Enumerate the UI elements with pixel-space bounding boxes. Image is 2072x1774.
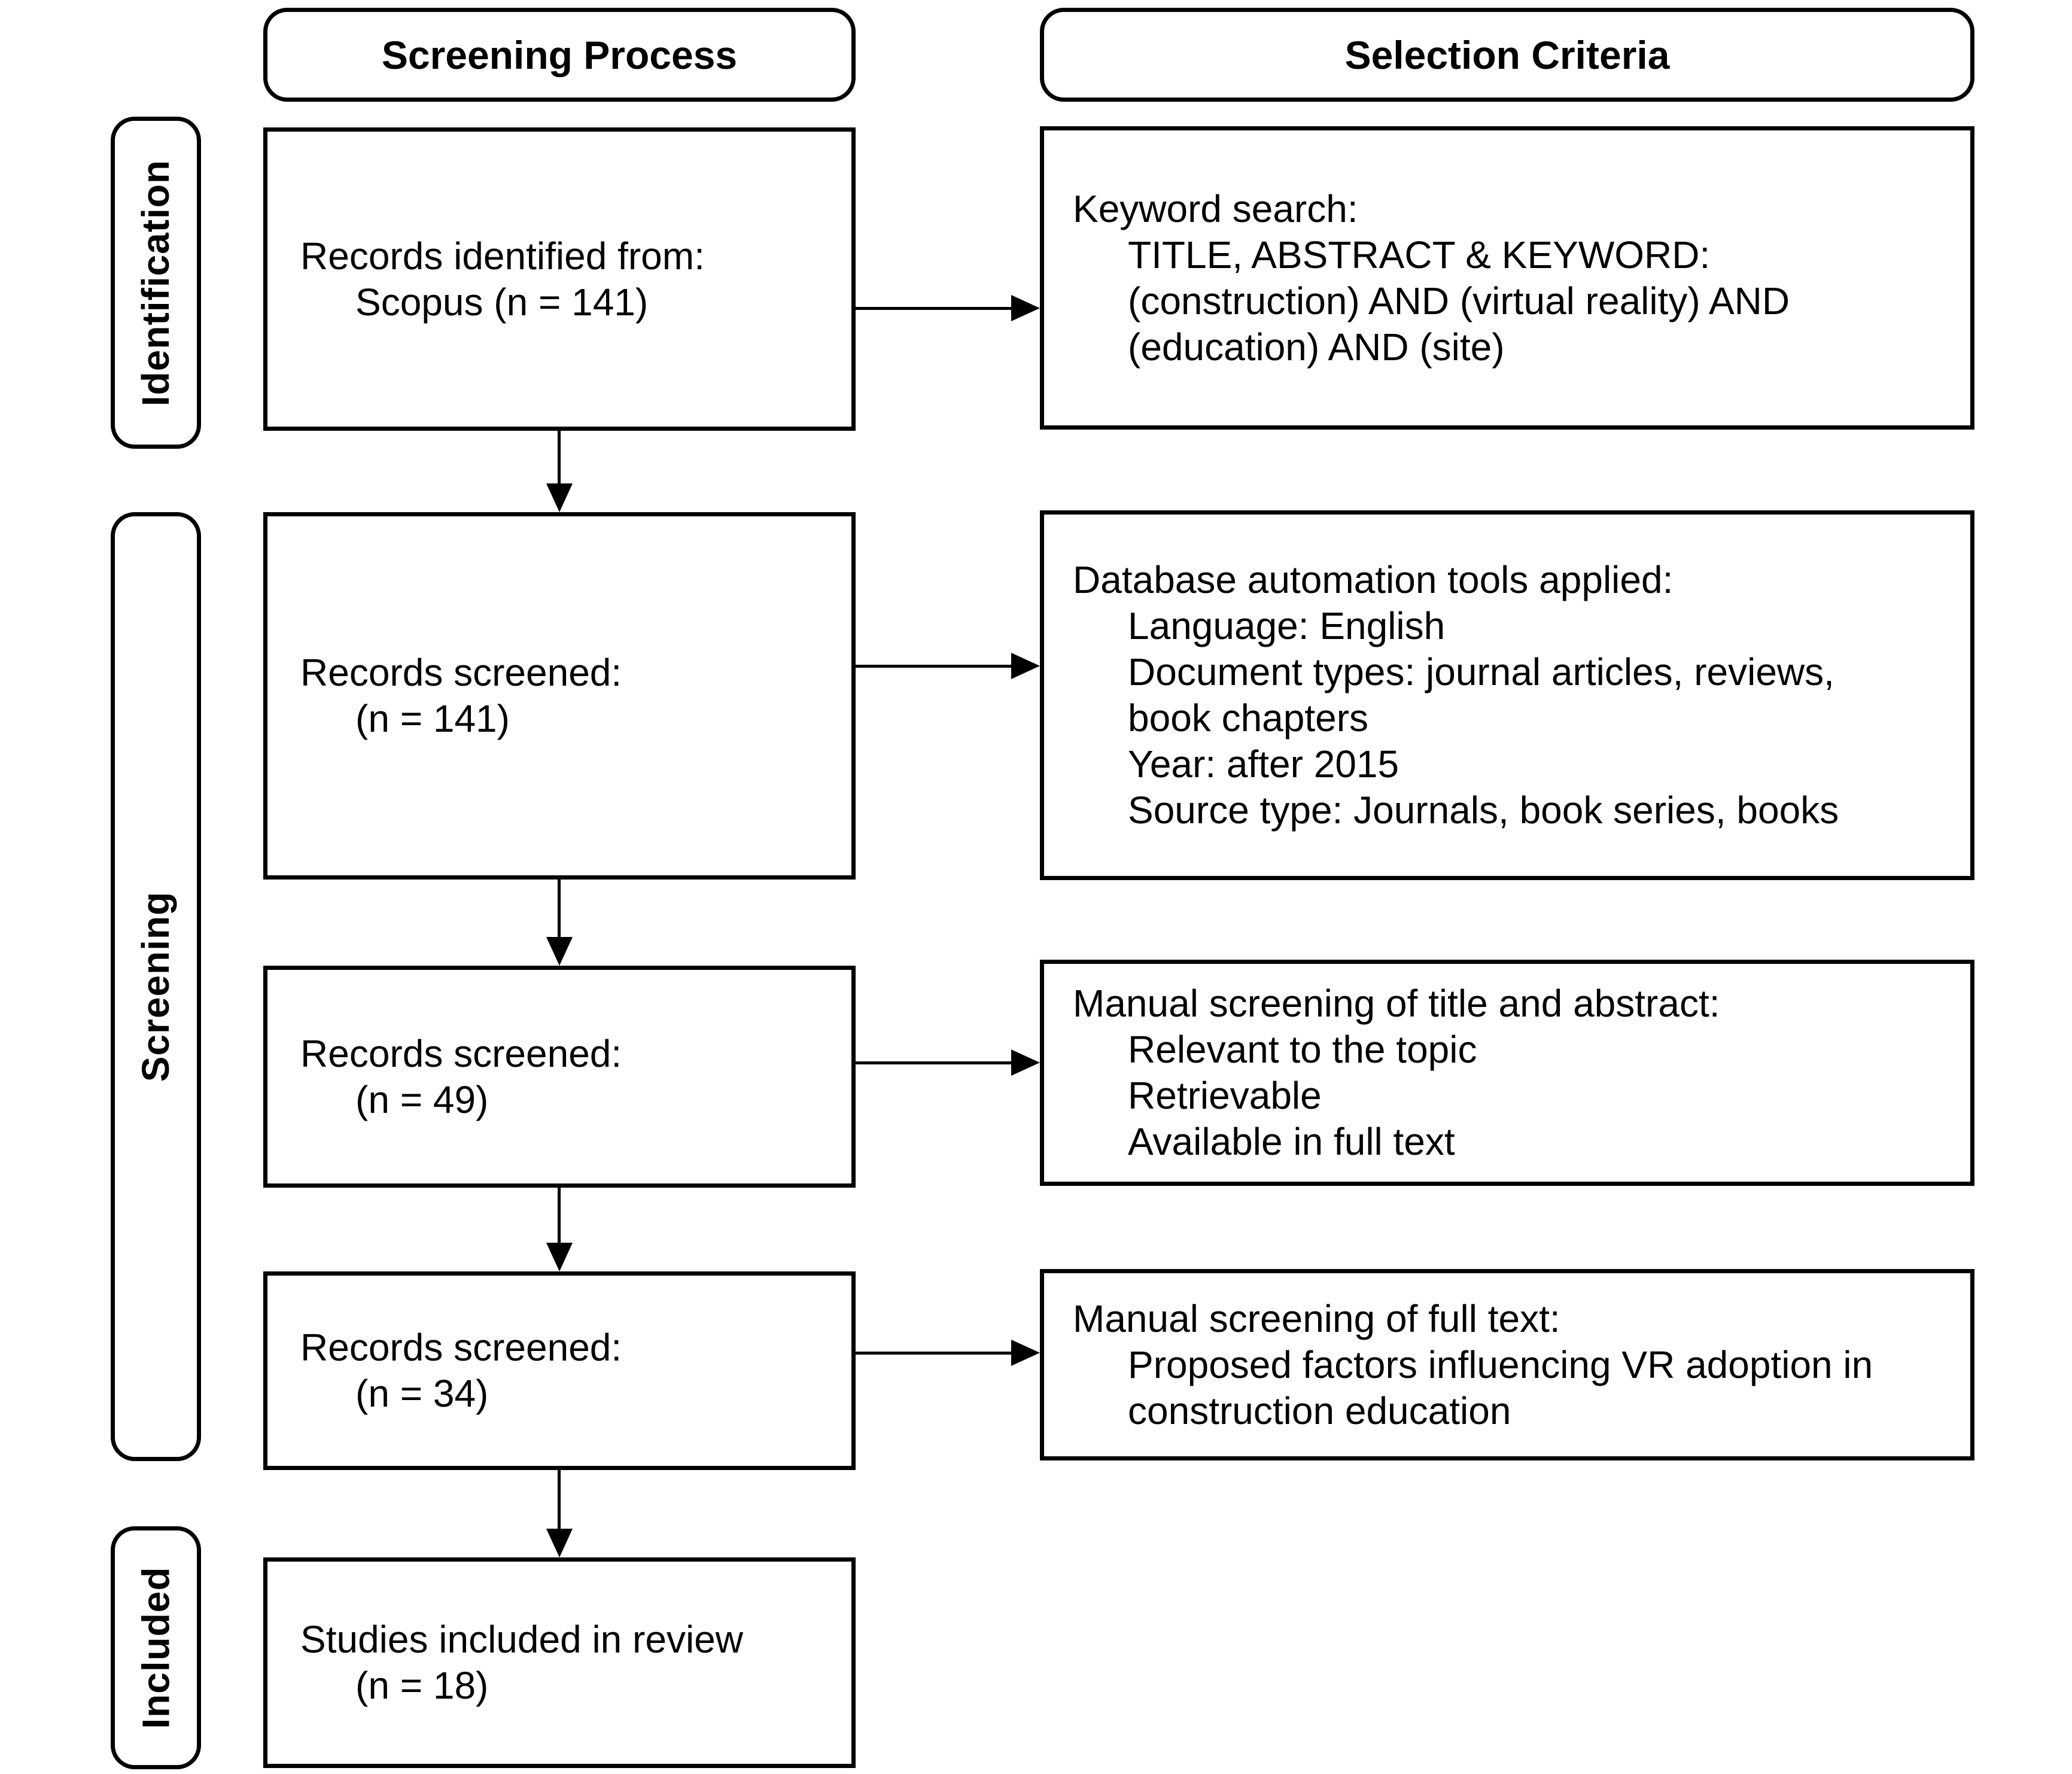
- stage-rail-screening: Screening: [111, 512, 201, 1461]
- criteria-line: Source type: Journals, book series, book…: [1128, 789, 1839, 832]
- process-box-line2: Scopus (n = 141): [355, 280, 649, 324]
- criteria-box-manual-full-text: Manual screening of full text: Proposed …: [1040, 1269, 1974, 1460]
- header-selection-criteria: Selection Criteria: [1040, 8, 1974, 102]
- criteria-line: Retrievable: [1128, 1074, 1322, 1117]
- arrow-line-down-3: [558, 1185, 561, 1244]
- process-box-line2: (n = 34): [355, 1372, 489, 1415]
- criteria-box-keyword-search: Keyword search: TITLE, ABSTRACT & KEYWOR…: [1040, 126, 1974, 430]
- criteria-line: Language: English: [1128, 604, 1446, 647]
- stage-label-included: Included: [134, 1566, 178, 1729]
- process-box-records-screened-34: Records screened: (n = 34): [263, 1271, 856, 1470]
- stage-rail-identification: Identification: [111, 117, 201, 449]
- criteria-line: Manual screening of title and abstract:: [1073, 982, 1720, 1025]
- process-box-line1: Studies included in review: [300, 1618, 743, 1661]
- criteria-line: Proposed factors influencing VR adoption…: [1128, 1343, 1873, 1386]
- criteria-line: (education) AND (site): [1128, 325, 1505, 369]
- arrow-head-down-3: [546, 1243, 573, 1271]
- arrow-head-right-1: [1011, 295, 1040, 321]
- criteria-box-manual-title-abstract: Manual screening of title and abstract: …: [1040, 960, 1974, 1186]
- stage-label-screening: Screening: [134, 891, 178, 1082]
- process-box-line2: (n = 18): [355, 1664, 489, 1707]
- arrow-head-down-1: [546, 483, 573, 512]
- arrow-head-right-4: [1011, 1340, 1040, 1366]
- process-box-records-screened-49: Records screened: (n = 49): [263, 966, 856, 1188]
- arrow-line-right-3: [854, 1061, 1014, 1064]
- criteria-line: Year: after 2015: [1128, 743, 1399, 786]
- criteria-line: TITLE, ABSTRACT & KEYWORD:: [1128, 233, 1711, 276]
- stage-label-identification: Identification: [134, 159, 178, 406]
- process-box-line1: Records identified from:: [300, 234, 705, 278]
- criteria-line: Available in full text: [1128, 1120, 1455, 1163]
- criteria-line: Document types: journal articles, review…: [1128, 650, 1834, 693]
- arrow-line-down-4: [558, 1468, 561, 1530]
- arrow-head-right-3: [1011, 1049, 1040, 1076]
- criteria-line: (construction) AND (virtual reality) AND: [1128, 279, 1790, 322]
- arrow-head-down-4: [546, 1529, 573, 1557]
- stage-rail-included: Included: [111, 1526, 201, 1769]
- process-box-line1: Records screened:: [300, 651, 622, 694]
- criteria-line: Keyword search:: [1073, 187, 1358, 230]
- arrow-line-right-2: [854, 665, 1014, 668]
- criteria-line: book chapters: [1128, 696, 1369, 740]
- arrow-head-down-2: [546, 937, 573, 966]
- header-selection-criteria-label: Selection Criteria: [1344, 32, 1670, 77]
- header-screening-process-label: Screening Process: [381, 32, 738, 77]
- process-box-line2: (n = 141): [355, 697, 510, 740]
- criteria-box-database-automation: Database automation tools applied: Langu…: [1040, 510, 1974, 880]
- process-box-records-screened-141: Records screened: (n = 141): [263, 512, 856, 880]
- header-screening-process: Screening Process: [263, 8, 856, 102]
- process-box-line2: (n = 49): [355, 1078, 489, 1121]
- arrow-line-down-1: [558, 428, 561, 486]
- arrow-line-right-4: [854, 1352, 1014, 1355]
- criteria-line: construction education: [1128, 1389, 1511, 1432]
- arrow-line-down-2: [558, 877, 561, 938]
- process-box-records-identified: Records identified from: Scopus (n = 141…: [263, 127, 856, 431]
- process-box-studies-included: Studies included in review (n = 18): [263, 1557, 856, 1768]
- process-box-line1: Records screened:: [300, 1326, 622, 1369]
- arrow-line-right-1: [854, 307, 1014, 310]
- criteria-line: Database automation tools applied:: [1073, 558, 1674, 601]
- criteria-line: Manual screening of full text:: [1073, 1297, 1560, 1340]
- criteria-line: Relevant to the topic: [1128, 1028, 1477, 1071]
- process-box-line1: Records screened:: [300, 1031, 622, 1075]
- arrow-head-right-2: [1011, 653, 1040, 679]
